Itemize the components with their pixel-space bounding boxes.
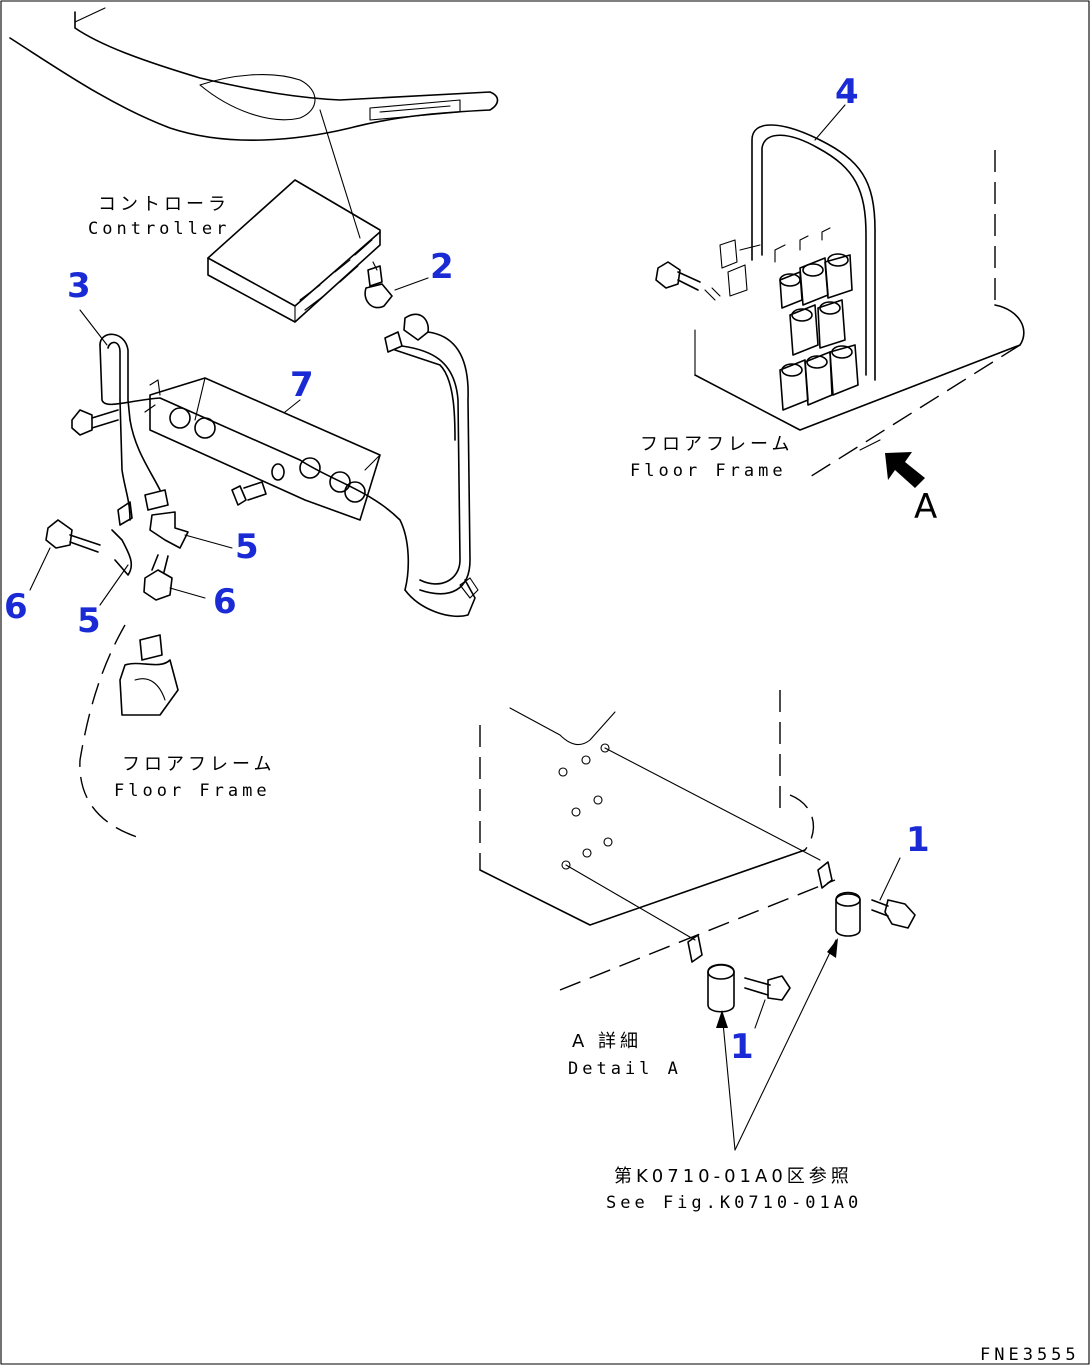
- floor-frame-top-label-jp: フロアフレーム: [640, 434, 793, 455]
- callout-6-right: 6: [213, 582, 237, 622]
- floor-frame-top-label-en: Floor Frame: [630, 461, 787, 481]
- controller-label-en: Controller: [88, 219, 230, 239]
- clip-part-5-lower: [99, 501, 133, 606]
- view-arrow: [885, 452, 925, 488]
- callout-2: 2: [430, 247, 454, 287]
- bolt-part-6-left: [29, 519, 101, 591]
- controller-unit: [207, 109, 381, 323]
- bolt-part-6-right: [143, 554, 206, 601]
- callout-4: 4: [835, 72, 859, 112]
- harness-part-4: [739, 104, 876, 381]
- callout-7: 7: [290, 365, 314, 405]
- detail-a-frame: [479, 690, 836, 991]
- connector-part-2: [364, 261, 429, 309]
- relay-cluster: [719, 227, 859, 411]
- callout-5-lower: 5: [77, 601, 101, 641]
- callout-1-right: 1: [906, 820, 930, 860]
- controller-label-jp: コントローラ: [98, 194, 230, 215]
- floor-frame-left-label-en: Floor Frame: [114, 781, 271, 801]
- floor-frame-left: [79, 624, 179, 839]
- reference-arrows: [716, 938, 838, 1151]
- floor-frame-top-right: [694, 150, 1025, 481]
- bolt-middle: [231, 481, 267, 506]
- console-panel: [9, 7, 499, 141]
- floor-frame-left-label-jp: フロアフレーム: [122, 754, 275, 775]
- view-arrow-letter: A: [914, 487, 937, 527]
- mount-part-1-right: [817, 857, 916, 937]
- callout-6-left: 6: [4, 587, 28, 627]
- harness-right: [384, 313, 479, 617]
- callout-1-left: 1: [730, 1027, 754, 1067]
- callout-3: 3: [67, 266, 91, 306]
- detail-a-label-en: Detail A: [568, 1059, 682, 1079]
- bolt-left-top: [71, 409, 119, 436]
- callout-5-upper: 5: [235, 527, 259, 567]
- clip-part-5-upper: [144, 489, 233, 549]
- mount-part-1-left: [687, 934, 791, 1029]
- harness-part-3: [79, 309, 410, 591]
- detail-a-label-jp: A 詳細: [572, 1031, 642, 1052]
- reference-label-en: See Fig.K0710-01A0: [606, 1193, 862, 1213]
- bolt-top-right: [655, 261, 721, 301]
- reference-label-jp: 第K0710-01A0区参照: [614, 1166, 853, 1187]
- bracket-part-7: [144, 377, 381, 521]
- drawing-code: FNE3555: [980, 1345, 1080, 1365]
